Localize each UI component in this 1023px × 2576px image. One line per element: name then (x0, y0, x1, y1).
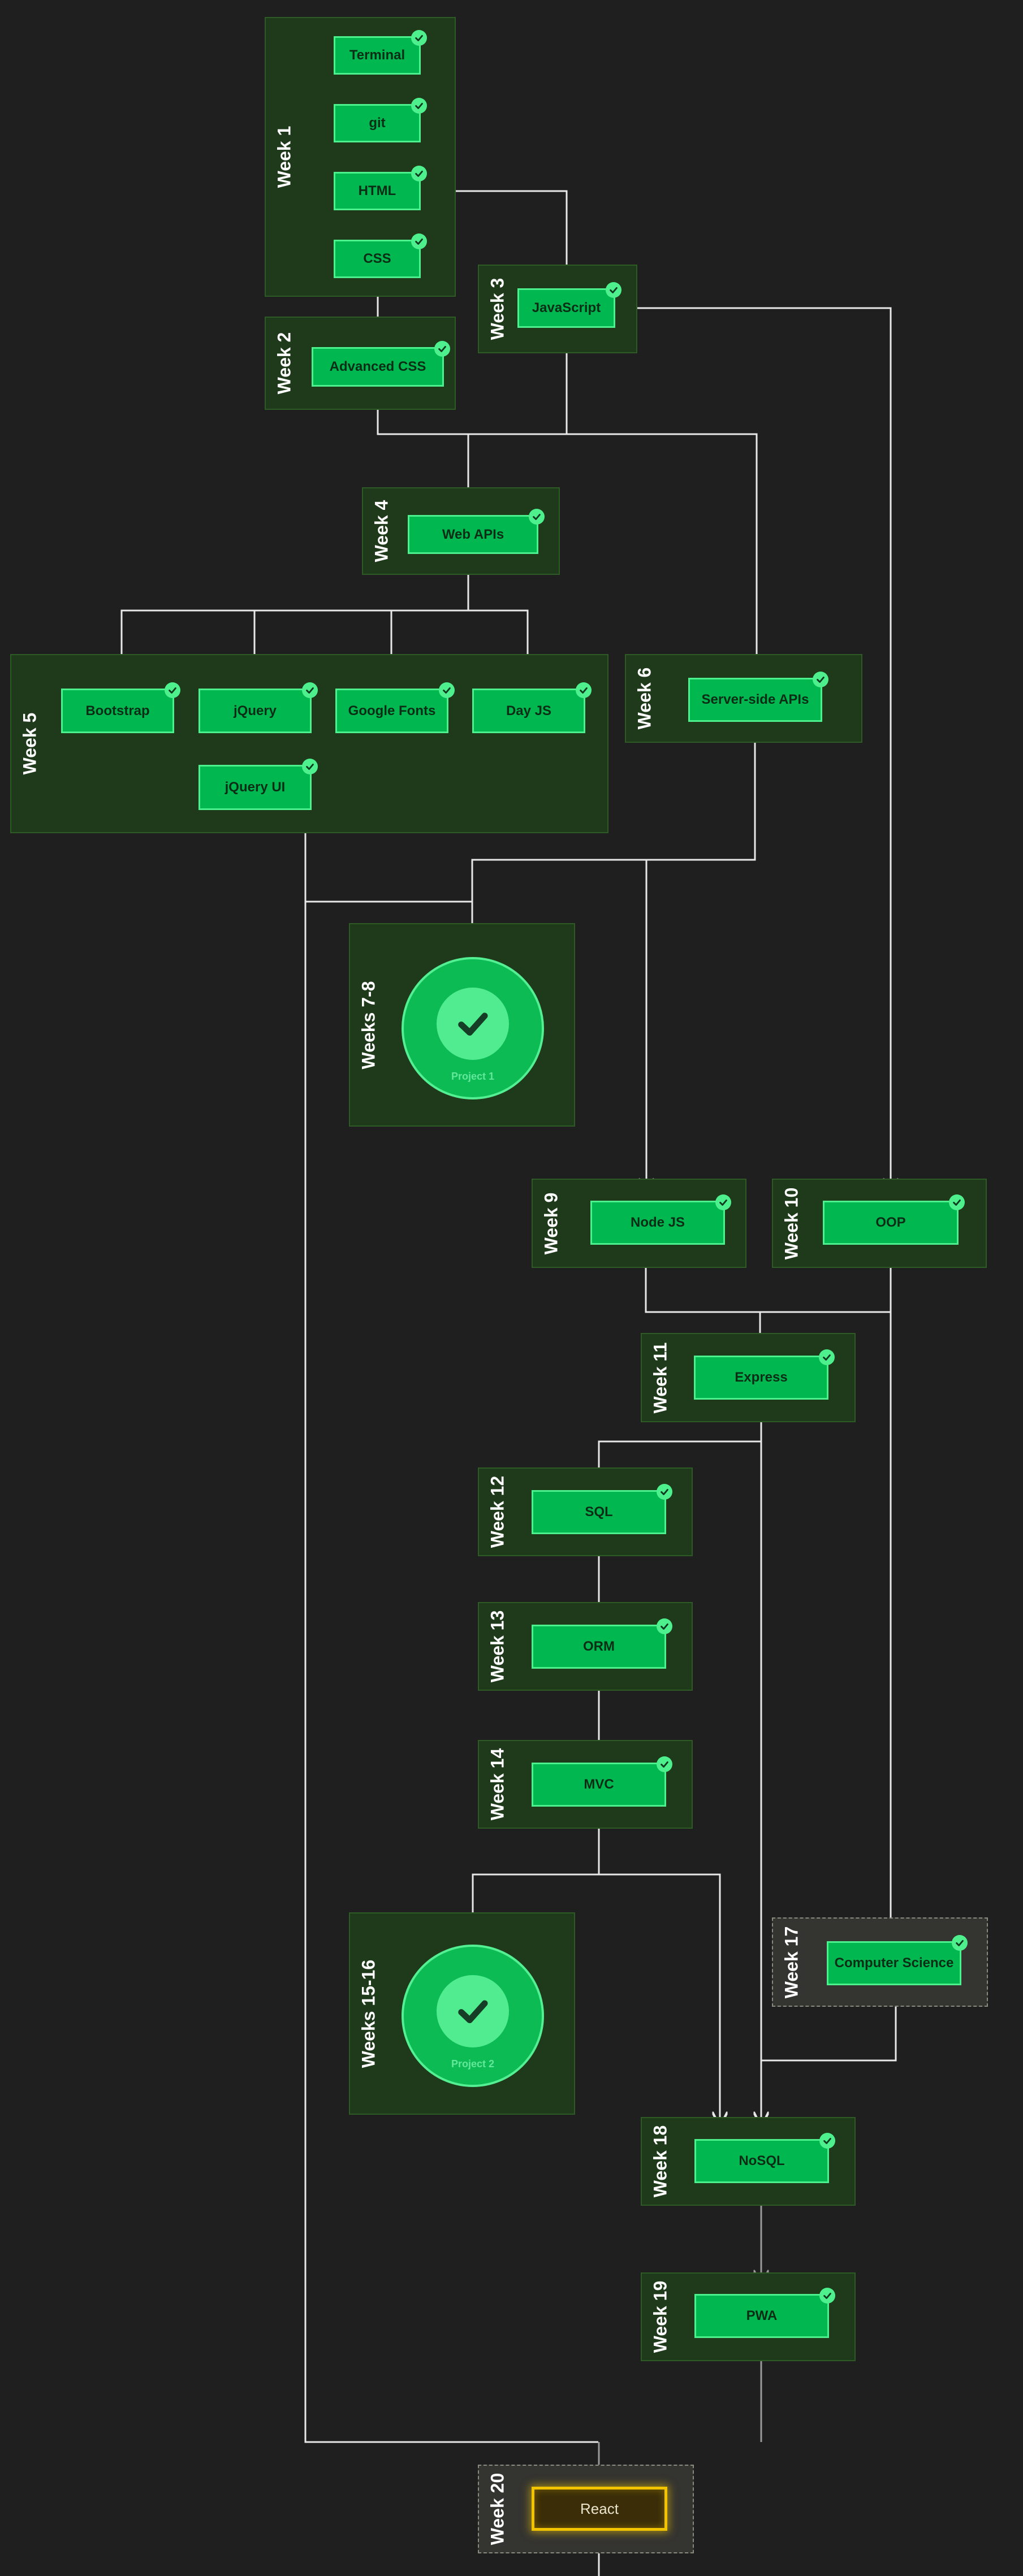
topic-orm-label: ORM (583, 1639, 615, 1654)
week-20-label: Week 20 (487, 2473, 508, 2545)
topic-jquery[interactable]: jQuery (198, 682, 318, 733)
week-18-label: Week 18 (650, 2125, 671, 2198)
topic-terminal-label: Terminal (349, 47, 405, 63)
check-icon (411, 98, 427, 114)
check-icon (813, 672, 828, 687)
topic-oop-label: OOP (875, 1215, 906, 1230)
check-icon (302, 682, 318, 698)
check-icon (411, 233, 427, 249)
project-2-milestone[interactable]: Project 2 (402, 1945, 544, 2087)
topic-bootstrap[interactable]: Bootstrap (61, 682, 180, 733)
topic-git[interactable]: git (334, 98, 427, 142)
topic-nosql-label: NoSQL (739, 2153, 785, 2168)
topic-pwa-label: PWA (746, 2308, 778, 2323)
topic-computer-science-label: Computer Science (834, 1955, 954, 1971)
check-icon (411, 30, 427, 46)
topic-google-fonts-label: Google Fonts (348, 703, 436, 718)
week-4-label: Week 4 (371, 500, 392, 562)
week-13-label: Week 13 (487, 1610, 508, 1683)
week-6-label: Week 6 (634, 667, 655, 730)
topic-css-label: CSS (363, 251, 391, 266)
wire-mvc-nosql (599, 1873, 720, 2125)
topic-web-apis-label: Web APIs (442, 526, 504, 542)
week-2-label: Week 2 (274, 332, 295, 395)
topic-advanced-css[interactable]: Advanced CSS (312, 341, 450, 387)
topic-bootstrap-label: Bootstrap (85, 703, 150, 718)
check-icon (411, 166, 427, 181)
week-10-label: Week 10 (781, 1187, 802, 1259)
topic-web-apis[interactable]: Web APIs (408, 509, 545, 554)
check-icon (949, 1194, 965, 1210)
week-5-label: Week 5 (19, 712, 40, 775)
week-11-label: Week 11 (650, 1342, 671, 1413)
topic-terminal[interactable]: Terminal (334, 30, 427, 75)
check-icon (437, 1975, 509, 2047)
topic-server-side-apis-label: Server-side APIs (701, 692, 809, 707)
check-icon (606, 282, 621, 298)
weeks-7-8-label: Weeks 7-8 (358, 981, 379, 1069)
check-icon (576, 682, 592, 698)
check-icon (437, 988, 509, 1060)
check-icon (819, 2133, 835, 2149)
topic-pwa[interactable]: PWA (694, 2288, 835, 2338)
week-9-label: Week 9 (541, 1192, 562, 1254)
topic-sql[interactable]: SQL (532, 1484, 672, 1534)
check-icon (657, 1756, 672, 1772)
week-1-label: Week 1 (274, 125, 295, 188)
check-icon (819, 2288, 835, 2304)
wire-javascript-oop (615, 307, 891, 1192)
check-icon (657, 1484, 672, 1500)
project-1-label: Project 1 (451, 1071, 495, 1082)
check-icon (529, 509, 545, 525)
topic-react-label: React (580, 2500, 619, 2517)
weeks-15-16-label: Weeks 15-16 (358, 1959, 379, 2068)
topic-mvc-label: MVC (584, 1777, 614, 1792)
check-icon (657, 1618, 672, 1634)
project-1-milestone[interactable]: Project 1 (402, 957, 544, 1099)
topic-day-js[interactable]: Day JS (472, 682, 592, 733)
topic-oop[interactable]: OOP (823, 1194, 965, 1245)
week-3-label: Week 3 (487, 278, 508, 340)
topic-git-label: git (369, 115, 386, 131)
check-icon (819, 1349, 835, 1365)
check-icon (434, 341, 450, 357)
topic-advanced-css-label: Advanced CSS (329, 359, 426, 374)
topic-node-js-label: Node JS (630, 1215, 685, 1230)
week-17-label: Week 17 (781, 1926, 802, 1998)
week-14-label: Week 14 (487, 1748, 508, 1821)
topic-react[interactable]: React (532, 2487, 667, 2531)
topic-express[interactable]: Express (694, 1349, 835, 1400)
topic-css[interactable]: CSS (334, 233, 427, 278)
topic-node-js[interactable]: Node JS (590, 1194, 731, 1245)
topic-computer-science[interactable]: Computer Science (827, 1935, 968, 1985)
topic-jquery-ui[interactable]: jQuery UI (198, 759, 318, 810)
topic-sql-label: SQL (585, 1504, 613, 1519)
topic-express-label: Express (735, 1370, 788, 1385)
check-icon (952, 1935, 968, 1951)
week-12-label: Week 12 (487, 1475, 508, 1548)
topic-google-fonts[interactable]: Google Fonts (335, 682, 455, 733)
week-19-label: Week 19 (650, 2280, 671, 2353)
topic-mvc[interactable]: MVC (532, 1756, 672, 1807)
topic-html[interactable]: HTML (334, 166, 427, 210)
topic-jquery-label: jQuery (233, 703, 277, 718)
topic-nosql[interactable]: NoSQL (694, 2133, 835, 2183)
check-icon (165, 682, 180, 698)
topic-javascript[interactable]: JavaScript (517, 282, 621, 328)
topic-jquery-ui-label: jQuery UI (225, 780, 286, 795)
check-icon (715, 1194, 731, 1210)
check-icon (439, 682, 455, 698)
topic-server-side-apis[interactable]: Server-side APIs (688, 672, 828, 722)
project-2-label: Project 2 (451, 2058, 495, 2070)
topic-javascript-label: JavaScript (532, 300, 601, 315)
topic-day-js-label: Day JS (506, 703, 552, 718)
topic-orm[interactable]: ORM (532, 1618, 672, 1669)
check-icon (302, 759, 318, 774)
topic-html-label: HTML (358, 183, 396, 198)
